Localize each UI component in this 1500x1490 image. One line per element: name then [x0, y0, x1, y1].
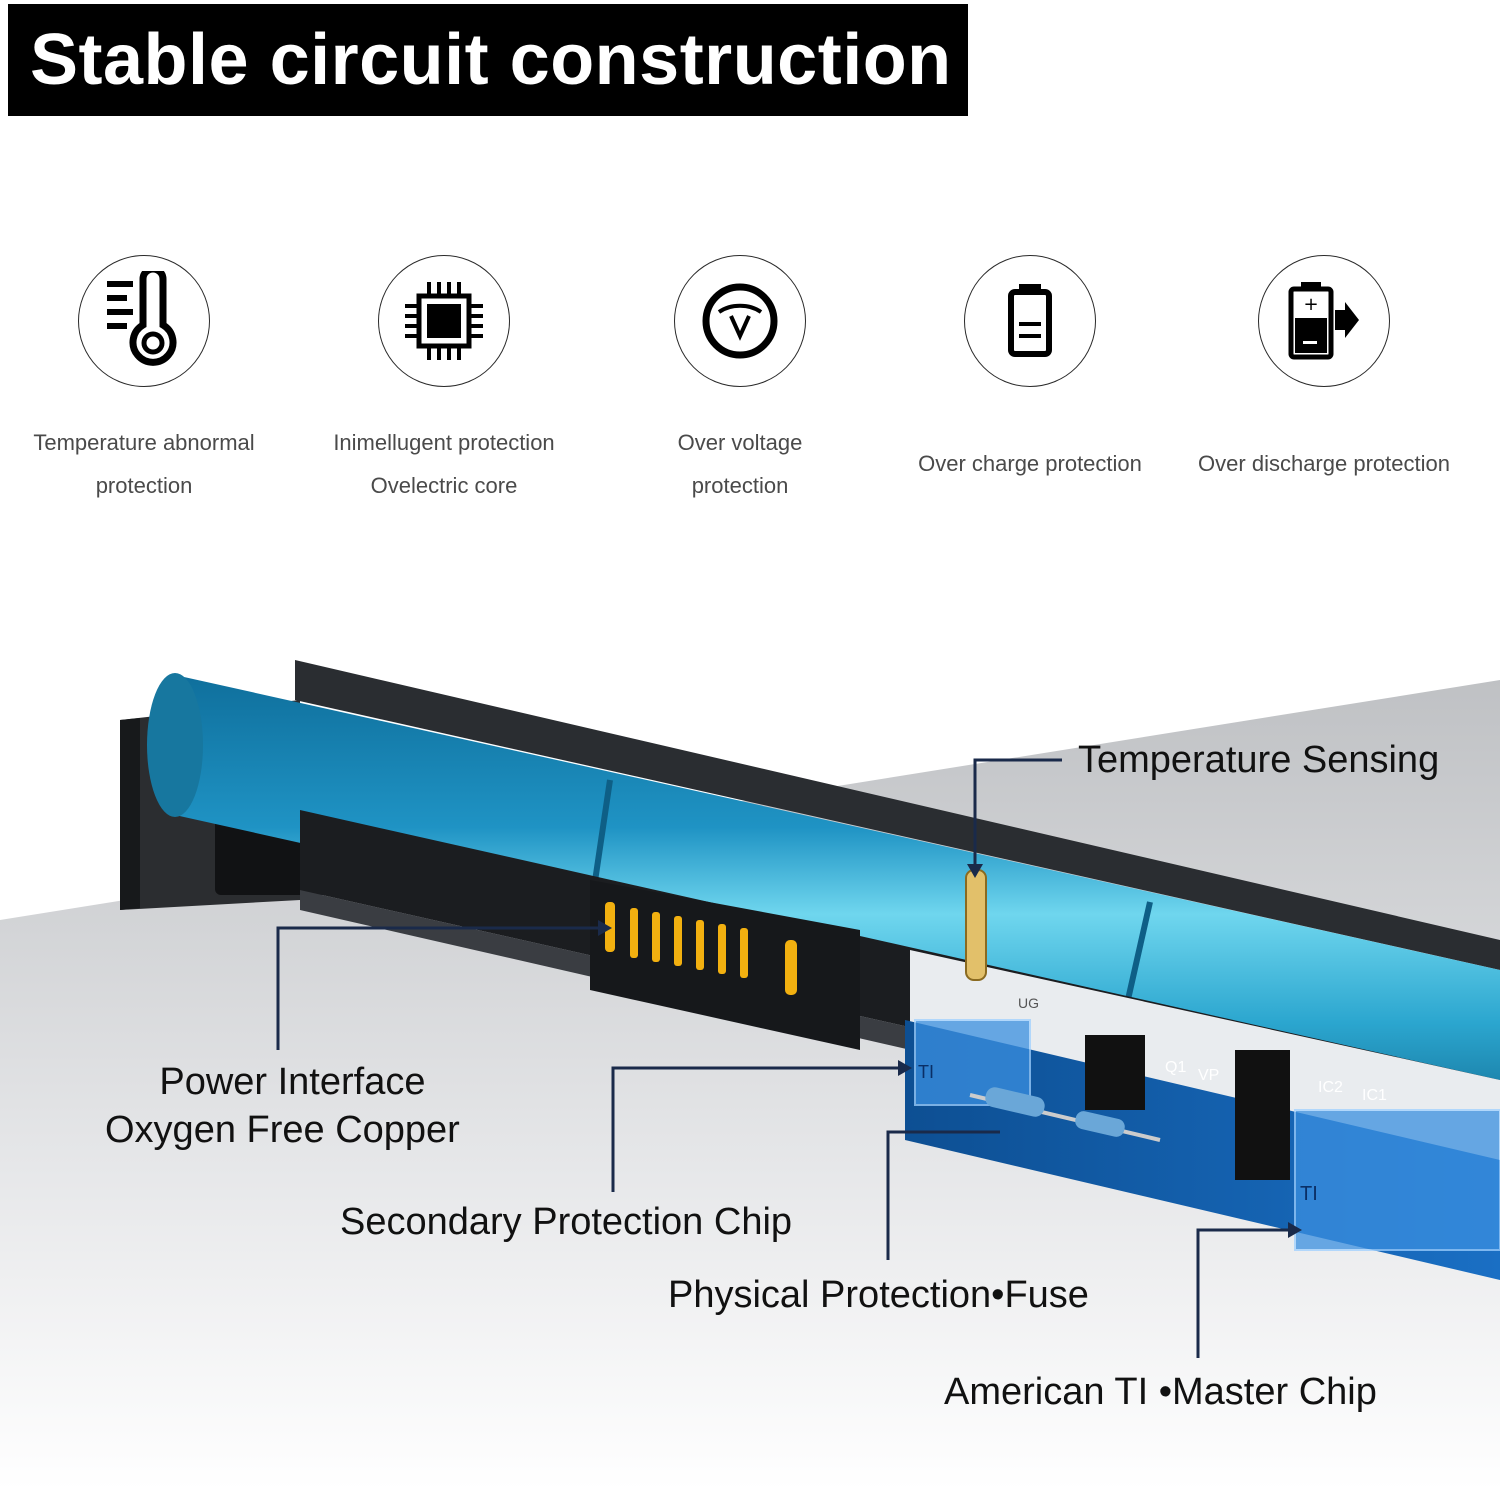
- mosfet-chip: [1085, 1035, 1145, 1110]
- battery-illustration: TI TI Q1 VP IC2 IC1 UG: [0, 660, 1500, 1490]
- marking-ug: UG: [1018, 995, 1039, 1011]
- feature-label: Over charge protection: [918, 451, 1142, 476]
- feature-label: Over discharge protection: [1198, 451, 1450, 476]
- callout-leader-lines: [276, 758, 1295, 1358]
- marking-ti-large: TI: [1300, 1183, 1318, 1205]
- callout-temperature-sensing: Temperature Sensing: [1078, 739, 1440, 781]
- callout-physical-protection: Physical Protection•Fuse: [668, 1274, 1089, 1316]
- callout-master-chip: American TI •Master Chip: [944, 1371, 1377, 1413]
- callout-secondary-protection: Secondary Protection Chip: [340, 1201, 793, 1243]
- casing-back-wall: [295, 660, 1500, 970]
- battery-icon: [964, 255, 1096, 387]
- feature-temperature: Temperature abnormal protection: [0, 255, 294, 507]
- marking-ic1: IC1: [1362, 1087, 1387, 1104]
- callout-arrowheads: [598, 864, 1302, 1238]
- feature-label: Over voltage protection: [677, 430, 803, 498]
- voltage-icon: [674, 255, 806, 387]
- feature-label: Inimellugent protection Ovelectric core: [333, 430, 555, 498]
- temperature-sensor: [965, 869, 987, 981]
- feature-label: Temperature abnormal protection: [33, 430, 255, 498]
- marking-vp: VP: [1198, 1067, 1219, 1084]
- thermometer-icon: [78, 255, 210, 387]
- controller-chip: [1235, 1050, 1290, 1180]
- feature-chip: Inimellugent protection Ovelectric core: [294, 255, 594, 507]
- feature-overdischarge: + Over discharge protection: [1174, 255, 1474, 485]
- feature-voltage: Over voltage protection: [590, 255, 890, 507]
- battery-discharge-icon: +: [1258, 255, 1390, 387]
- master-chip-glow: [1294, 1109, 1500, 1251]
- fuse: [969, 1087, 1161, 1142]
- title-banner: Stable circuit construction: [8, 4, 968, 116]
- feature-overcharge: Over charge protection: [880, 255, 1180, 485]
- svg-text:+: +: [1303, 294, 1318, 315]
- callout-power-interface: Power Interface Oxygen Free Copper: [105, 1061, 460, 1151]
- marking-ic2: IC2: [1318, 1079, 1343, 1096]
- battery-cells: [175, 675, 1500, 1110]
- marking-ti-small: TI: [918, 1062, 934, 1082]
- marking-q1: Q1: [1165, 1059, 1186, 1076]
- page-title: Stable circuit construction: [30, 20, 952, 100]
- chip-icon: [378, 255, 510, 387]
